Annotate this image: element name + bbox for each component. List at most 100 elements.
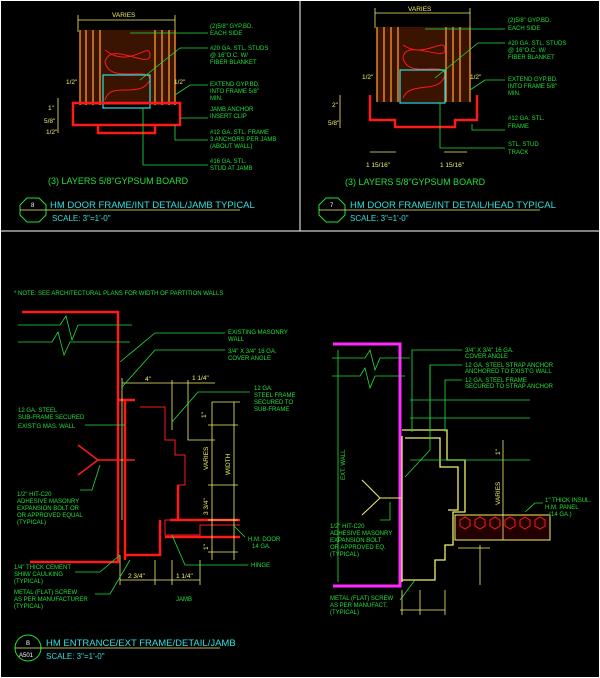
fiber-blanket <box>402 44 446 99</box>
label-gyp: (2)5/8" GYP.BD. <box>210 24 253 30</box>
label-masonry-2: WALL <box>228 337 245 343</box>
label-strap-2: ANCHORED TO EXIST'G WALL <box>465 369 552 375</box>
label-subframe-3: EXIST'G MAS. WALL <box>18 424 76 430</box>
label-screw-3: (TYPICAL) <box>14 604 43 610</box>
label-cover: 3/4" X 3/4" 16 GA. <box>465 348 514 354</box>
label-extend: EXTEND GYP.BD. <box>210 82 260 88</box>
detail-number: 8 <box>31 203 35 209</box>
dim-v1: 2" <box>332 102 339 109</box>
dim-v2: 5/8" <box>44 118 56 125</box>
dim-1-top: 1" <box>201 411 208 418</box>
gypsum-note: (3) LAYERS 5/8"GYPSUM BOARD <box>345 177 486 187</box>
label-jamb: JAMB <box>176 597 192 603</box>
detail-8-jamb: VARIES 1/2" 1/2" 1" 5/8" 1/2" (2)5/8" GY… <box>19 12 276 223</box>
detail-number: 7 <box>330 203 334 209</box>
label-screw: METAL (FLAT) SCREW <box>14 590 78 596</box>
label-masonry: EXISTING MASONRY <box>228 330 288 336</box>
label-anchor-2: INSERT CLIP <box>210 114 247 120</box>
label-stud-jamb-2: STUD AT JAMB <box>210 166 252 172</box>
label-shim-3: (TYPICAL) <box>14 579 43 585</box>
label-gyp-2: EACH SIDE <box>508 26 540 32</box>
label-subframe-2: SUB-FRAME SECURED <box>18 415 85 421</box>
label-hinge: HINGE <box>251 563 270 569</box>
dim-varies: VARIES <box>408 6 432 13</box>
label-bolt-3: EXPANSION BOLT OR <box>17 506 80 512</box>
expansion-bolt <box>77 444 135 476</box>
label-bolt-5: (TYPICAL) <box>17 520 46 526</box>
label-bolt: 1/2" HIT-C20 <box>330 524 365 530</box>
dim-varies: VARIES <box>112 12 136 19</box>
dim-1-1-4-top: 1 1/4" <box>192 375 209 382</box>
label-track-2: TRACK <box>508 150 528 156</box>
detail-title: HM ENTRANCE/EXT FRAME/DETAIL/JAMB <box>46 638 236 649</box>
label-extend-3: MIN. <box>508 91 521 97</box>
steel-frame <box>71 101 182 127</box>
label-screw: METAL (FLAT) SCREW <box>330 596 394 602</box>
dim-4: 4" <box>145 376 152 383</box>
label-frame-2: 3 ANCHORS PER JAMB <box>210 137 276 143</box>
dim-v1: 1" <box>48 105 55 112</box>
steel-frame-profile <box>140 406 240 536</box>
gypsum-note: (3) LAYERS 5/8"GYPSUM BOARD <box>48 176 189 186</box>
label-bolt-4: OR APPROVED EQ. <box>330 545 386 551</box>
steel-frame-profile <box>401 429 466 582</box>
detail-ext-panel: EXT. WALL VARIES 1" 3/4" X 3/4" 16 GA. C… <box>330 342 591 616</box>
label-frame: #12 GA. STL. FRAME <box>210 130 269 136</box>
label-frame: 12 GA. <box>254 386 273 392</box>
existing-masonry-wall <box>22 310 120 564</box>
label-frame: 12 GA. STEEL FRAME <box>465 378 527 384</box>
label-bolt-2: ADHESIVE MASONRY <box>330 531 392 537</box>
label-studs-3: FIBER BLANKET <box>508 55 555 61</box>
dim-left-half: 1/2" <box>66 79 78 86</box>
dim-3-3-4: 3 3/4" <box>203 498 210 515</box>
label-door-2: 14 GA. <box>252 544 271 550</box>
label-cover-2: COVER ANGLE <box>465 354 508 360</box>
label-panel: 1" THICK INSUL. <box>545 498 591 504</box>
insulated-panel <box>454 514 551 541</box>
label-studs-2: @ 16"O.C. W/ <box>210 53 248 59</box>
detail-scale: SCALE: 3"=1'-0" <box>350 214 409 223</box>
exterior-wall <box>333 342 402 588</box>
label-frame-4: SUB-FRAME <box>254 407 289 413</box>
label-strap: 12 GA. STEEL STRAP ANCHOR <box>465 363 554 369</box>
label-bolt-2: ADHESIVE MASONRY <box>17 499 79 505</box>
label-frame-2: SECURED TO STRAP ANCHOR <box>465 384 554 390</box>
label-frame-3: SECURED TO <box>254 400 293 406</box>
detail-scale: SCALE: 3"=1'-0" <box>52 214 111 223</box>
label-bolt-4: OR APPROVED EQUAL <box>17 513 83 519</box>
label-screw-2: AS PER MANUFACT. <box>330 603 388 609</box>
label-panel-3: (14 GA.) <box>549 512 572 518</box>
label-shim-2: SHIM/ CAULKING <box>14 572 63 578</box>
detail-b-ext-jamb: * NOTE: SEE ARCHITECTURAL PLANS FOR WIDT… <box>14 291 295 662</box>
label-subframe: 12 GA. STEEL <box>18 408 58 414</box>
label-studs: #20 GA. STL. STUDS <box>210 46 268 52</box>
detail-title: HM DOOR FRAME/INT DETAIL/JAMB TYPICAL <box>50 200 255 211</box>
detail-number-octagon <box>318 197 346 223</box>
label-bolt-3: EXPANSION BOLT <box>330 538 382 544</box>
label-screw-3: (TYPICAL) <box>330 610 359 616</box>
label-ext-wall: EXT. WALL <box>341 449 347 480</box>
label-frame: #12 GA. STL. <box>508 116 545 122</box>
dim-1-1-4-bottom: 1 1/4" <box>176 573 193 580</box>
label-bolt: 1/2" HIT-C20 <box>17 492 52 498</box>
steel-stud-track <box>399 69 446 104</box>
label-frame-2: STEEL FRAME <box>254 393 295 399</box>
label-studs-3: FIBER BLANKET <box>210 60 257 66</box>
label-bolt-5: (TYPICAL) <box>330 552 359 558</box>
label-gyp: (2)5/8" GYP.BD. <box>508 18 551 24</box>
label-extend: EXTEND GYP.BD. <box>508 77 558 83</box>
label-track: STL. STUD <box>508 142 539 148</box>
detail-title: HM DOOR FRAME/INT DETAIL/HEAD TYPICAL <box>350 200 556 211</box>
label-anchor: JAMB ANCHOR <box>210 107 254 113</box>
detail-scale: SCALE: 3"=1'-0" <box>46 652 105 661</box>
label-extend-2: INTO FRAME 5/8" <box>210 89 259 95</box>
label-extend-2: INTO FRAME 5/8" <box>508 84 557 90</box>
dim-varies: VARIES <box>203 446 210 470</box>
steel-stud <box>102 74 151 109</box>
label-door: H.M. DOOR <box>248 537 281 543</box>
label-studs: #20 GA. STL. STUDS <box>508 41 566 47</box>
dim-1: 1" <box>495 448 502 455</box>
dim-width: WIDTH <box>225 453 232 475</box>
label-cover-2: COVER ANGLE <box>228 356 271 362</box>
